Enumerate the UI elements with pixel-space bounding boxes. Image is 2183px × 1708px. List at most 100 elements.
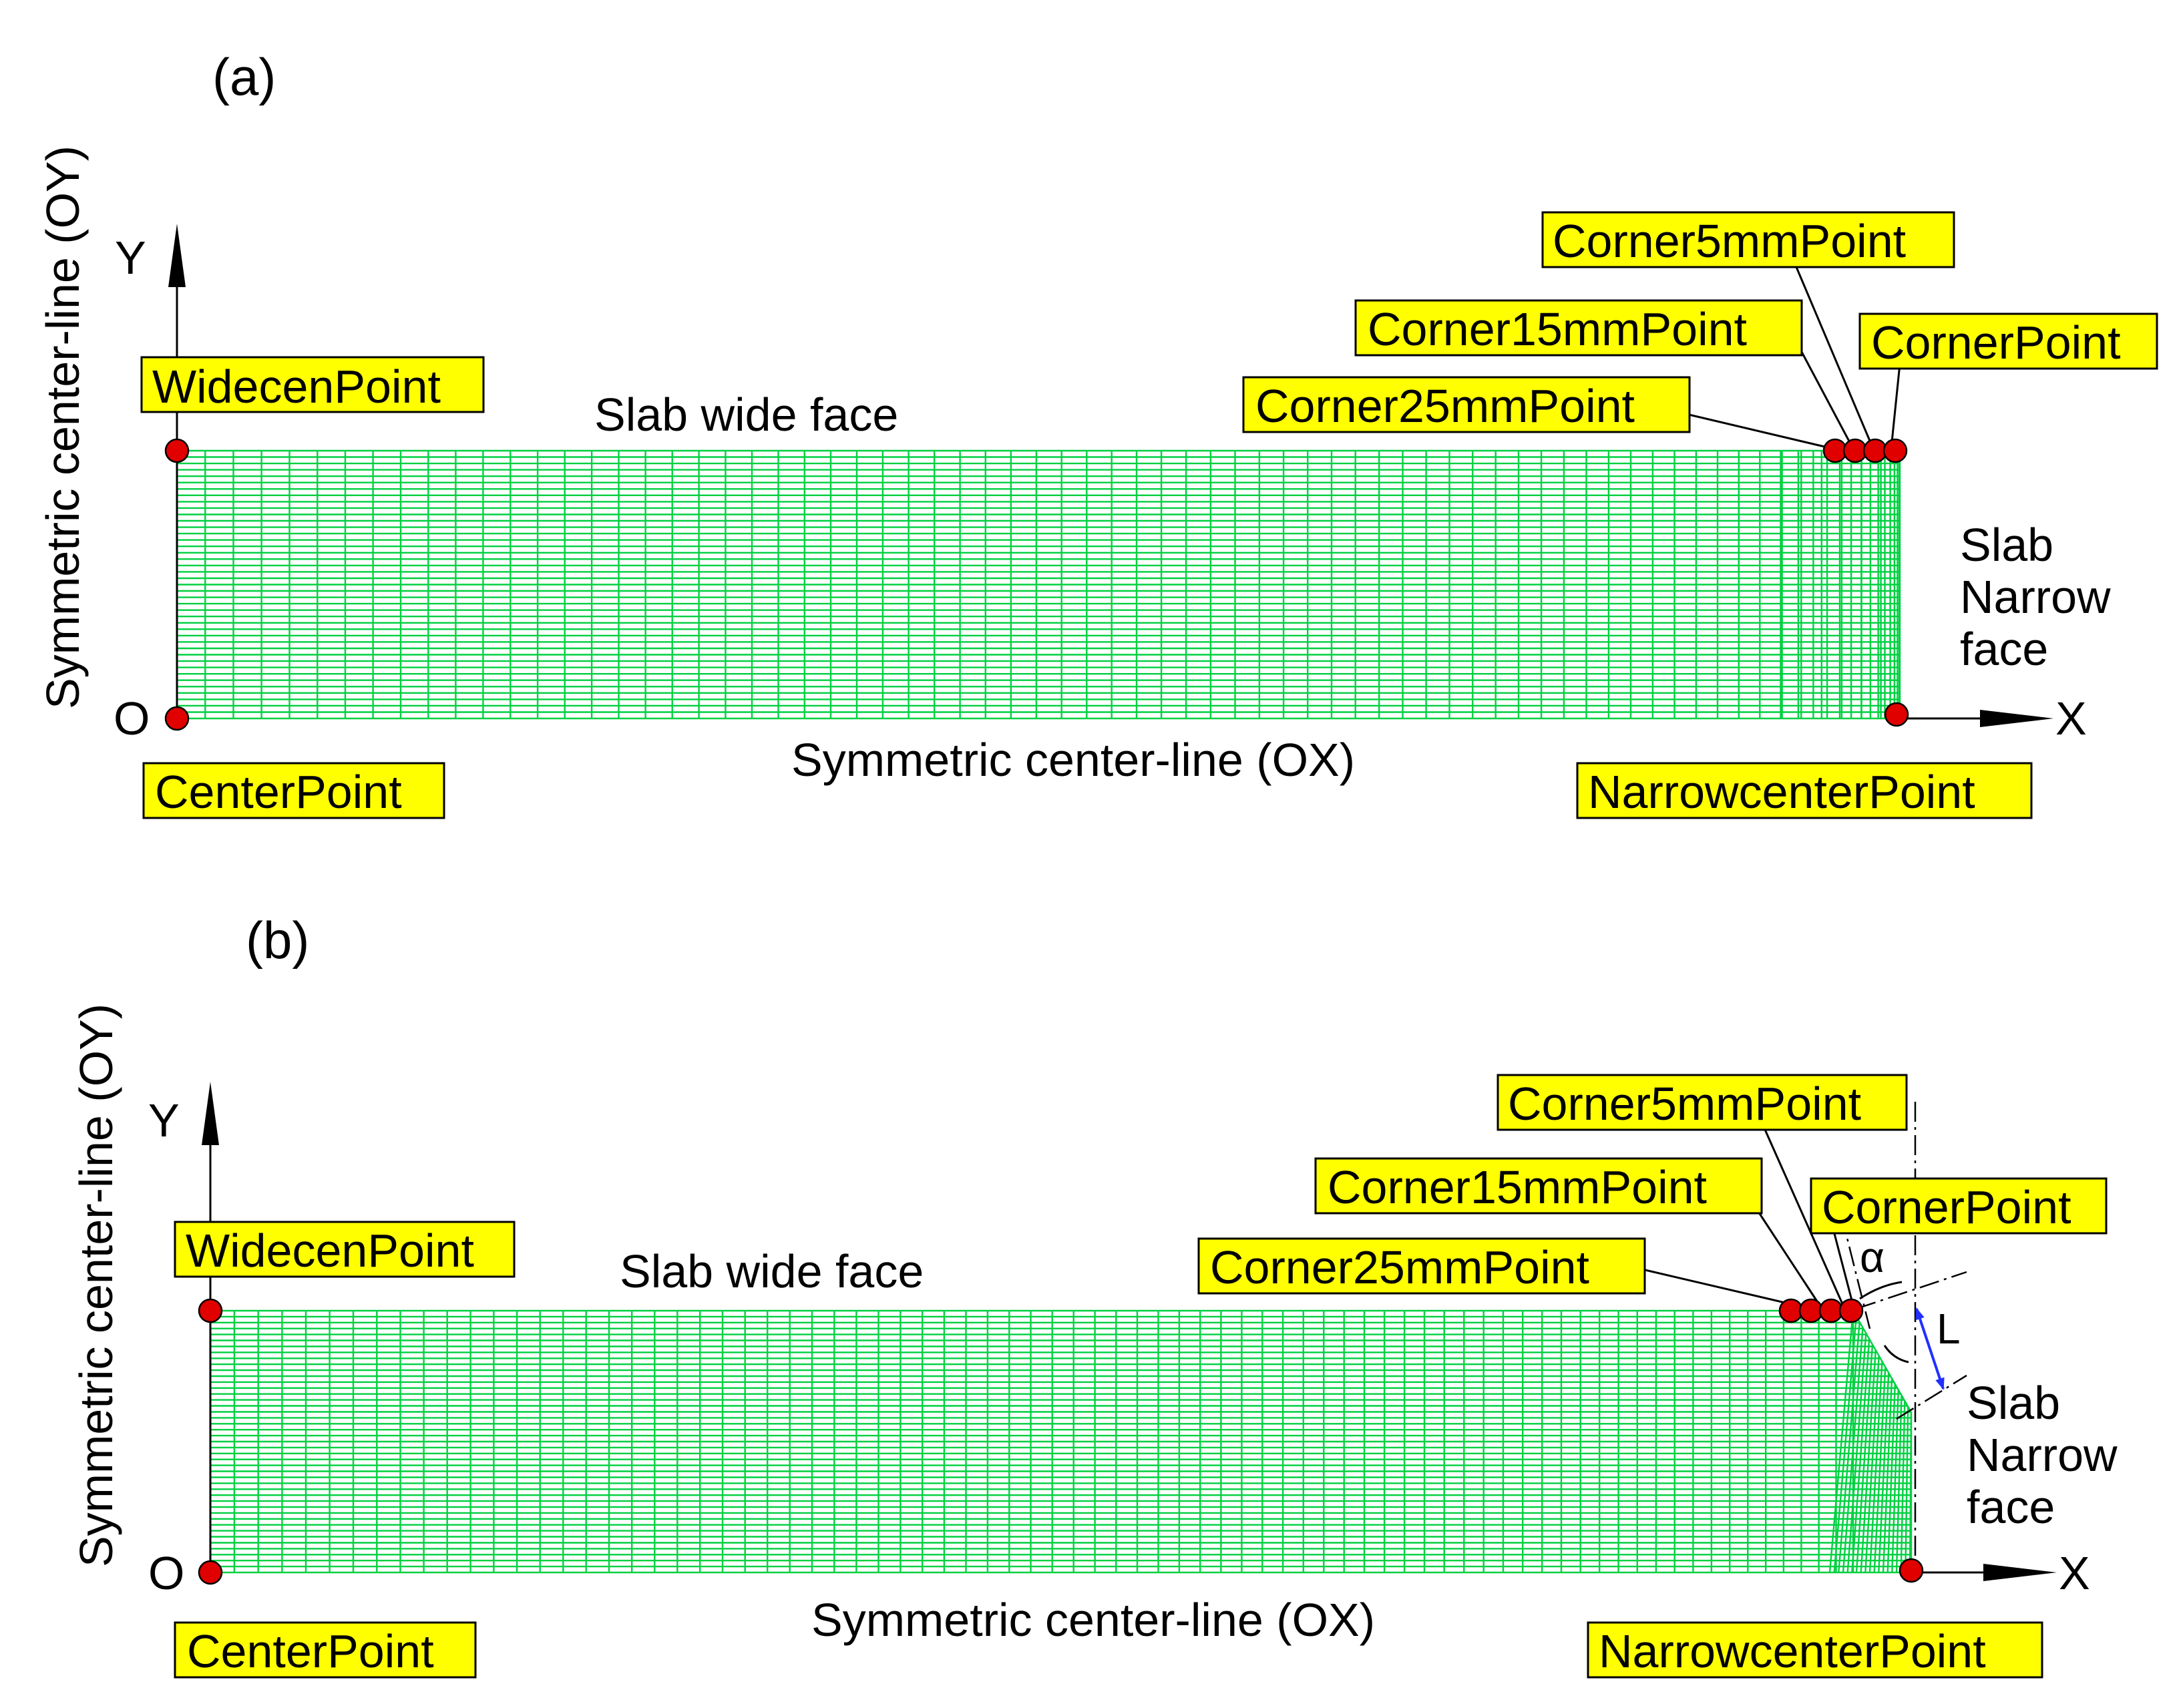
tag-center-a: CenterPoint <box>142 762 445 819</box>
origin-label-b: O <box>148 1547 184 1599</box>
x-axis-title-a: Symmetric center-line (OX) <box>791 734 1355 786</box>
y-axis-letter-a: Y <box>115 232 146 284</box>
tag-corner-a-text: CornerPoint <box>1871 316 2121 369</box>
mesh-line <box>1905 1406 1909 1573</box>
leader-corner5-b <box>1762 1124 1844 1306</box>
point-corner-a <box>1882 438 1908 463</box>
leader-corner25-a <box>1685 413 1834 450</box>
tag-corner15-b: Corner15mmPoint <box>1314 1157 1763 1215</box>
wide-face-label-a: Slab wide face <box>594 389 898 441</box>
leader-corner5-a <box>1795 266 1874 449</box>
mesh-line <box>1864 1355 1880 1573</box>
mesh-line <box>1851 1339 1870 1573</box>
narrow-face-label-a-1: Slab <box>1960 519 2053 571</box>
tag-corner15-b-text: Corner15mmPoint <box>1328 1161 1707 1213</box>
narrow-face-label-a-3: face <box>1960 623 2048 675</box>
point-center-b <box>198 1560 223 1585</box>
panel-label-b: (b) <box>246 911 309 970</box>
x-axis-arrow-a <box>1980 710 2053 727</box>
mesh-line <box>1873 1367 1887 1573</box>
leader-corner-b <box>1832 1228 1854 1306</box>
tag-corner15-a-text: Corner15mmPoint <box>1368 303 1747 355</box>
x-axis-arrow-b <box>1983 1564 2057 1581</box>
panel-a: (a) Symmetric center-line (OY) Y X O Sym… <box>37 47 2158 819</box>
tag-narrowcenter-a-text: NarrowcenterPoint <box>1588 766 1975 818</box>
tag-corner-b-text: CornerPoint <box>1822 1181 2071 1233</box>
length-symbol-b: L <box>1937 1305 1961 1353</box>
mesh-line <box>1860 1350 1876 1573</box>
mesh-line <box>1838 1321 1860 1573</box>
angle-arc-b2 <box>1883 1345 1909 1363</box>
x-axis-title-b: Symmetric center-line (OX) <box>811 1594 1375 1646</box>
tag-narrowcenter-a: NarrowcenterPoint <box>1576 762 2033 819</box>
y-axis-title-a: Symmetric center-line (OY) <box>37 146 89 709</box>
tag-corner25-b-text: Corner25mmPoint <box>1210 1241 1589 1293</box>
mesh-line <box>1855 1344 1874 1573</box>
mesh-line <box>1828 1310 1854 1573</box>
y-axis-arrow-a <box>168 224 186 287</box>
point-corner-b <box>1838 1298 1864 1323</box>
tag-corner5-a-text: Corner5mmPoint <box>1553 215 1906 267</box>
panel-label-a: (a) <box>212 47 276 106</box>
mesh-line <box>1895 1395 1903 1573</box>
alpha-symbol-b: α <box>1860 1233 1884 1281</box>
y-axis-title-b: Symmetric center-line (OY) <box>70 1004 122 1567</box>
tag-narrowcenter-b-text: NarrowcenterPoint <box>1599 1625 1986 1677</box>
reference-line-top-b <box>1856 1271 1967 1310</box>
tag-corner25-b: Corner25mmPoint <box>1197 1237 1646 1295</box>
narrow-face-label-a-2: Narrow <box>1960 571 2111 623</box>
narrow-face-label-b-1: Slab <box>1967 1377 2060 1429</box>
tag-narrowcenter-b: NarrowcenterPoint <box>1587 1621 2043 1679</box>
point-narrowcenter-b <box>1899 1558 1924 1583</box>
tag-widecen-b: WidecenPoint <box>174 1221 516 1278</box>
leader-corner15-a <box>1795 341 1854 449</box>
tag-corner25-a: Corner25mmPoint <box>1242 376 1691 433</box>
mesh-grid-a <box>176 449 1901 720</box>
mesh-grid-b <box>209 1309 1913 1574</box>
tag-widecen-b-text: WidecenPoint <box>186 1225 474 1277</box>
x-axis-letter-b: X <box>2059 1547 2090 1599</box>
point-center-a <box>164 706 190 731</box>
origin-label-a: O <box>114 692 150 744</box>
tag-corner-b: CornerPoint <box>1810 1177 2108 1235</box>
tag-corner-a: CornerPoint <box>1858 312 2158 370</box>
y-axis-letter-b: Y <box>148 1094 180 1146</box>
mesh-line <box>1868 1361 1883 1573</box>
angle-arc-b <box>1859 1281 1903 1300</box>
tag-widecen-a: WidecenPoint <box>140 356 485 413</box>
tag-corner5-b: Corner5mmPoint <box>1497 1074 1908 1131</box>
panel-b: (b) Symmetric center-line (OY) Y X O Sym… <box>70 911 2118 1679</box>
length-arrow-b <box>1915 1307 1945 1390</box>
mesh-line <box>1852 1310 1913 1413</box>
wide-face-label-b: Slab wide face <box>620 1245 924 1297</box>
mesh-line <box>1900 1401 1906 1573</box>
leader-corner-a <box>1890 363 1901 449</box>
tag-corner5-a: Corner5mmPoint <box>1541 211 1955 268</box>
mesh-line <box>1846 1333 1867 1573</box>
leader-corner25-b <box>1639 1267 1797 1307</box>
point-narrowcenter-a <box>1884 702 1909 727</box>
mesh-line <box>1842 1327 1864 1573</box>
reference-line-bottom-b <box>1896 1374 1967 1420</box>
tag-center-b-text: CenterPoint <box>187 1625 434 1677</box>
mesh-line <box>1891 1390 1899 1573</box>
point-widecen-b <box>198 1298 223 1323</box>
reference-line-chamfer-b <box>1832 1181 1871 1329</box>
mesh-line <box>1887 1383 1896 1573</box>
y-axis-arrow-b <box>202 1082 219 1145</box>
mesh-line <box>1882 1378 1893 1573</box>
tag-corner5-b-text: Corner5mmPoint <box>1508 1078 1861 1130</box>
tag-widecen-a-text: WidecenPoint <box>152 361 441 413</box>
tag-center-b: CenterPoint <box>174 1621 477 1679</box>
tag-center-a-text: CenterPoint <box>155 766 402 818</box>
narrow-face-label-b-3: face <box>1967 1481 2055 1533</box>
mesh-line <box>1833 1316 1857 1573</box>
mesh-line <box>1878 1372 1890 1573</box>
tag-corner15-a: Corner15mmPoint <box>1354 299 1803 357</box>
x-axis-letter-a: X <box>2055 692 2087 744</box>
narrow-face-label-b-2: Narrow <box>1967 1429 2118 1481</box>
point-widecen-a <box>164 438 190 463</box>
leader-corner15-b <box>1755 1208 1821 1306</box>
tag-corner25-a-text: Corner25mmPoint <box>1255 380 1635 432</box>
